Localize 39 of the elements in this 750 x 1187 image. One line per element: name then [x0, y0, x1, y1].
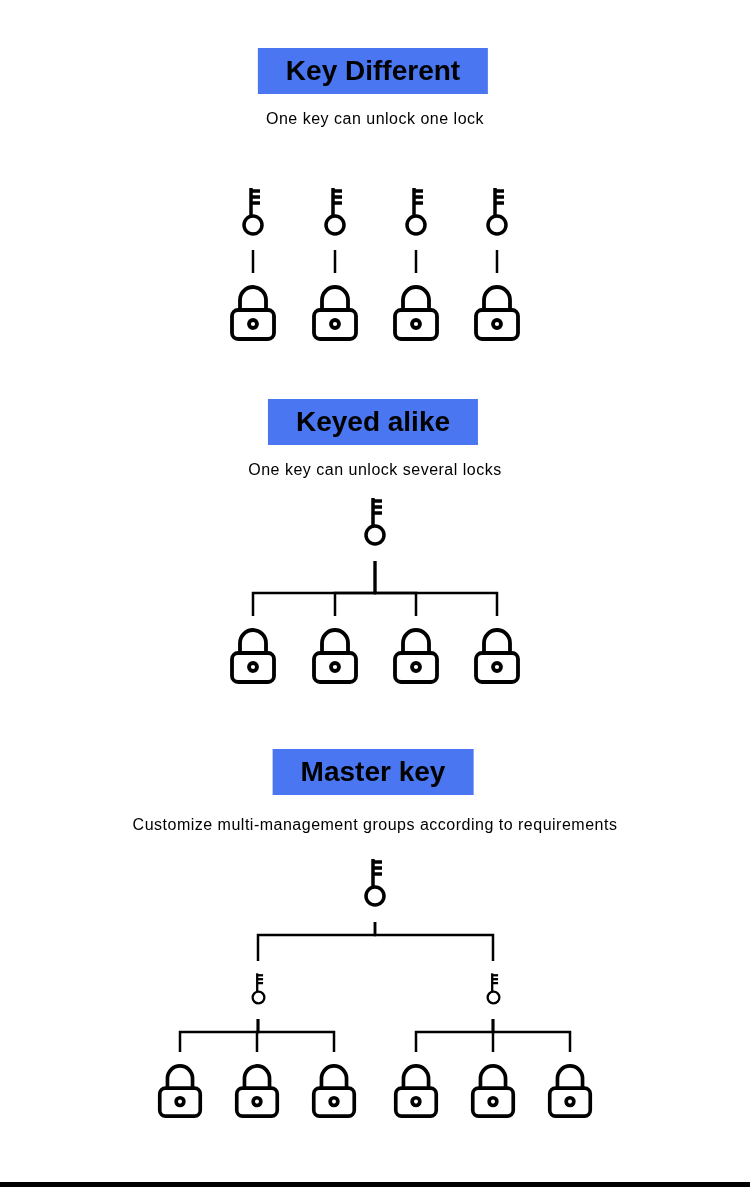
- key-icon: [484, 188, 510, 236]
- padlock-icon: [230, 285, 276, 341]
- title-text: Keyed alike: [295, 408, 451, 436]
- padlock-icon: [393, 628, 439, 684]
- padlock-icon: [470, 1064, 516, 1118]
- padlock-icon: [474, 628, 520, 684]
- padlock-icon: [312, 628, 358, 684]
- padlock-icon: [230, 628, 276, 684]
- padlock-icon: [234, 1064, 280, 1118]
- subtitle-text: One key can unlock several locks: [248, 460, 502, 480]
- title-banner: [272, 749, 474, 795]
- connector-line: [373, 922, 495, 961]
- padlock-icon: [393, 285, 439, 341]
- connector-line: [251, 250, 255, 273]
- connector-line: [495, 250, 499, 273]
- connector-line: [491, 1019, 572, 1052]
- connector-line: [414, 250, 418, 273]
- key-icon: [249, 973, 267, 1005]
- padlock-icon: [393, 1064, 439, 1118]
- title-text: Master key: [300, 758, 446, 786]
- title-banner: [257, 48, 489, 94]
- padlock-icon: [474, 285, 520, 341]
- padlock-icon: [311, 1064, 357, 1118]
- title-banner: [267, 399, 479, 445]
- connector-line: [333, 250, 337, 273]
- padlock-icon: [312, 285, 358, 341]
- key-icon: [484, 973, 502, 1005]
- key-icon: [322, 188, 348, 236]
- connector-line: [256, 1019, 336, 1052]
- padlock-icon: [157, 1064, 203, 1118]
- connector-line: [373, 561, 499, 616]
- key-icon: [362, 858, 388, 908]
- padlock-icon: [547, 1064, 593, 1118]
- title-text: Key Different: [285, 57, 461, 85]
- key-icon: [362, 497, 388, 547]
- key-icon: [403, 188, 429, 236]
- subtitle-text: Customize multi-management groups according to requirements: [132, 815, 618, 835]
- key-icon: [240, 188, 266, 236]
- subtitle-text: One key can unlock one lock: [265, 109, 485, 129]
